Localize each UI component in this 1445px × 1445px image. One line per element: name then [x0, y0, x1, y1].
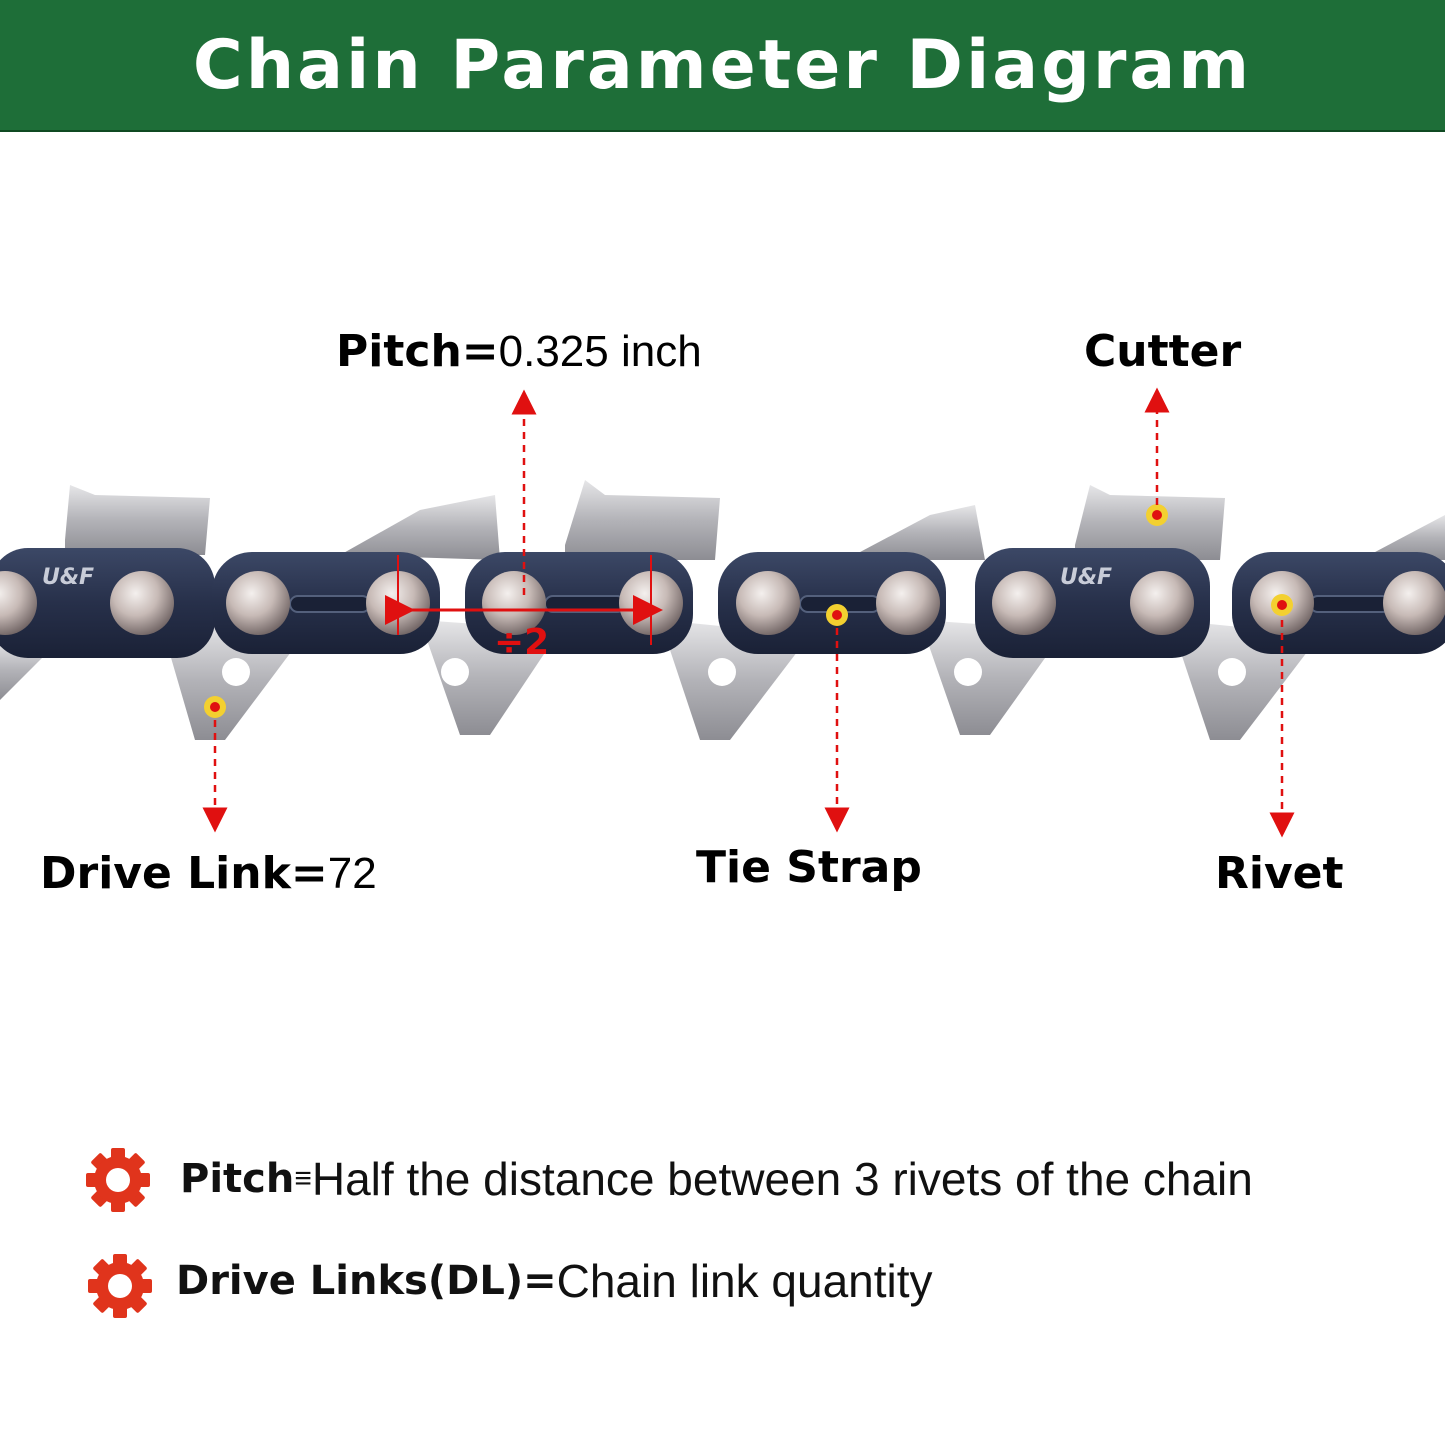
pitch-label-name: Pitch= — [336, 326, 499, 377]
pointer-markers — [204, 504, 1293, 718]
cutter-label: Cutter — [1084, 326, 1241, 377]
note-pitch-text: Half the distance between 3 rivets of th… — [311, 1153, 1253, 1205]
drive-link-label-name: Drive Link= — [40, 848, 328, 899]
drive-link-label: Drive Link=72 — [40, 848, 377, 899]
divide-by-two: ÷2 — [494, 622, 549, 663]
pitch-label-value: 0.325 inch — [498, 327, 702, 376]
note-pitch-separator: ≡ — [294, 1162, 312, 1195]
pitch-measure: ÷2 — [385, 555, 663, 663]
note-drive-links: Drive Links(DL)=Chain link quantity — [176, 1254, 933, 1308]
brand-mark: U&F — [42, 565, 94, 590]
drive-link-label-value: 72 — [327, 849, 377, 898]
gear-icon — [86, 1148, 150, 1212]
note-pitch: Pitch≡Half the distance between 3 rivets… — [180, 1152, 1253, 1206]
cutter-label-name: Cutter — [1084, 326, 1242, 377]
tie-strap-label: Tie Strap — [696, 842, 922, 893]
pitch-label: Pitch=0.325 inch — [336, 326, 702, 377]
gear-icon — [88, 1254, 152, 1318]
rivet-label: Rivet — [1215, 848, 1344, 899]
title-banner: Chain Parameter Diagram — [0, 0, 1445, 132]
note-drive-links-name: Drive Links(DL)= — [176, 1258, 557, 1304]
note-pitch-name: Pitch — [180, 1156, 295, 1202]
pointer-arrows — [202, 387, 1295, 838]
page-title: Chain Parameter Diagram — [192, 25, 1253, 105]
rivet-label-name: Rivet — [1215, 848, 1344, 899]
depth-gauges — [340, 495, 1445, 560]
brand-mark: U&F — [1060, 565, 1112, 590]
note-drive-links-text: Chain link quantity — [556, 1255, 933, 1307]
tie-strap-label-name: Tie Strap — [696, 842, 922, 893]
